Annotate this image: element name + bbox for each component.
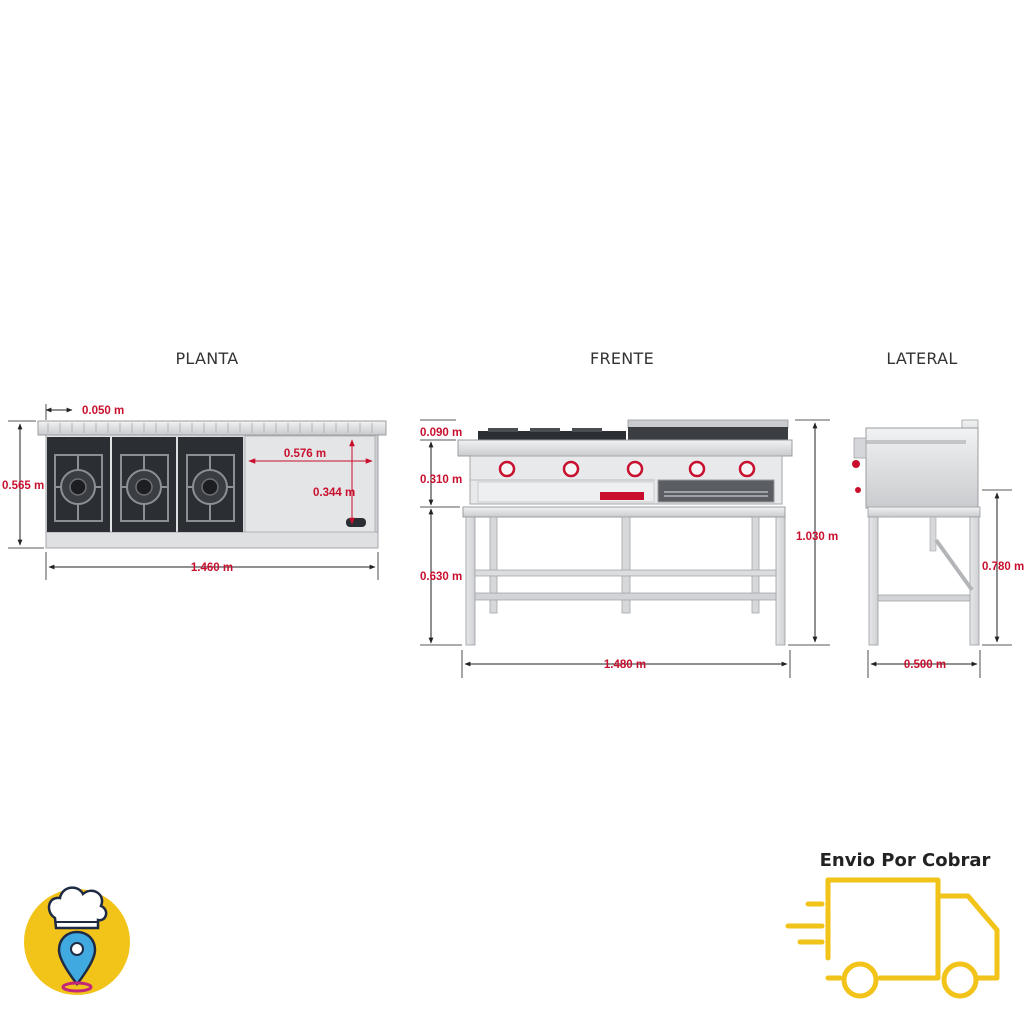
planta-dim-width: 1.460 m — [191, 562, 233, 574]
control-knob — [688, 460, 706, 478]
shipping-badge: Envio Por Cobrar — [785, 850, 1000, 999]
control-knob — [626, 460, 644, 478]
burner-grate — [47, 437, 110, 532]
frente-dim-width: 1.480 m — [604, 659, 646, 671]
control-knob — [498, 460, 516, 478]
planta-dim-depth: 0.565 m — [2, 480, 44, 492]
delivery-truck-icon — [785, 877, 1000, 999]
planta-dim-plate-width: 0.576 m — [284, 448, 326, 460]
lateral-view: 0.780 m 0.500 m — [852, 419, 1024, 678]
burner-grate — [112, 437, 176, 532]
frente-dim-body: 0.310 m — [420, 474, 462, 486]
control-knob — [738, 460, 756, 478]
lateral-dim-table-height: 0.780 m — [982, 561, 1024, 573]
lateral-title: LATERAL — [886, 349, 957, 368]
planta-view: 0.050 m 0.565 m 1.460 m 0.576 m 0.344 m — [2, 404, 387, 580]
planta-dim-plate-depth: 0.344 m — [313, 487, 355, 499]
frente-title: FRENTE — [590, 349, 654, 368]
shipping-label: Envio Por Cobrar — [820, 850, 991, 871]
lateral-dim-depth: 0.500 m — [904, 659, 946, 671]
frente-dim-top: 0.090 m — [420, 427, 462, 439]
frente-dim-legs: 0.630 m — [420, 571, 462, 583]
frente-dim-total-height: 1.030 m — [796, 531, 838, 543]
control-knob — [562, 460, 580, 478]
frente-view: 0.090 m 0.310 m 0.630 m 1.030 m 1.480 m — [420, 419, 838, 678]
chef-location-pin-icon — [24, 886, 130, 995]
planta-title: PLANTA — [175, 349, 238, 368]
planta-dim-back: 0.050 m — [82, 405, 124, 417]
burner-grate — [178, 437, 243, 532]
